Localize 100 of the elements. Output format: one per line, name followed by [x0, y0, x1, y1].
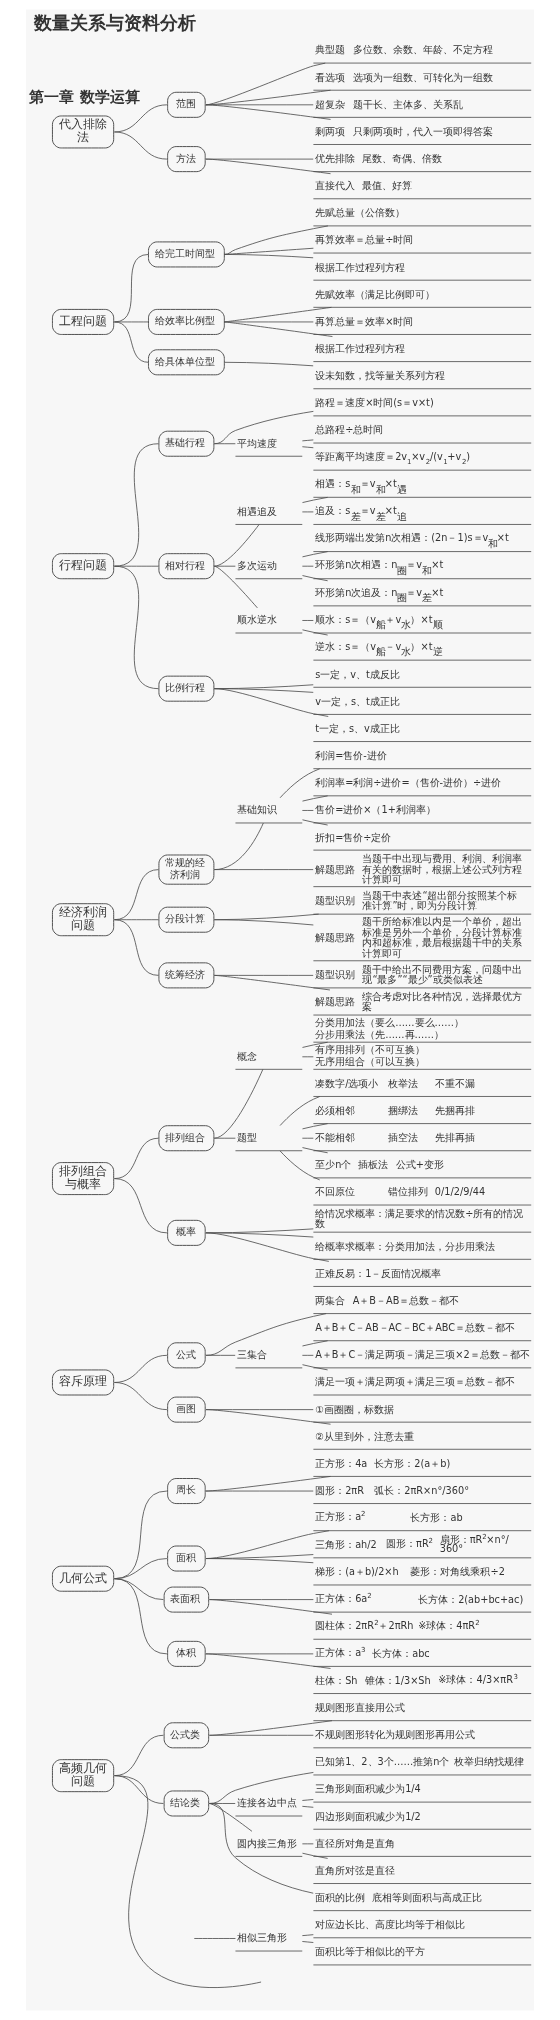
node-text: 规则图形直接用公式 — [315, 1702, 406, 1714]
node-text: 必须相邻 捆绑法 先捆再排 — [315, 1105, 475, 1116]
node-text: A＋B＋C－满足两项－满足三项×2＝总数－都不 — [315, 1349, 530, 1361]
node-box: 给效率比例型 — [148, 308, 225, 335]
connector — [113, 321, 149, 323]
node-text: 不能相邻 插空法 先排再插 — [315, 1132, 475, 1144]
node-text: 梯形：(a＋b)/2×h 菱形：对角线乘积÷2 — [315, 1566, 505, 1578]
node-box: 排列组合 — [158, 1125, 215, 1152]
node-box: 范围 — [167, 91, 206, 118]
node-text: 直径所对角是直角 — [315, 1837, 396, 1849]
node-text: 顺水逆水 — [236, 614, 277, 626]
connector — [302, 1364, 329, 1371]
node-text: 分类用加法（要么……要么……） 分步用乘法（先……再……） — [315, 1017, 465, 1041]
node-text: 圆内接三角形 — [236, 1837, 297, 1849]
connector — [302, 629, 329, 636]
node-text: 四边形则面积减少为1/2 — [315, 1810, 421, 1822]
node-text: 设未知数，找等量关系列方程 — [315, 370, 446, 382]
node-text: 先赋效率（满足比例即可） — [315, 288, 436, 300]
connector — [205, 1313, 327, 1356]
connector — [302, 1123, 329, 1130]
node-box: 基础行程 — [158, 430, 215, 457]
node-text: 利润率=利润÷进价=（售价-进价）÷进价 — [315, 777, 502, 789]
connector — [301, 1805, 314, 1808]
connector — [301, 1934, 314, 1937]
connector — [301, 565, 314, 567]
node-box: 面积 — [167, 1545, 206, 1572]
connector — [302, 1147, 329, 1154]
connector — [113, 1578, 168, 1655]
connector — [213, 565, 258, 609]
node-text: 连接各边中点 — [236, 1797, 297, 1809]
node-text: 折扣=售价÷定价 — [315, 831, 392, 843]
node-text: 题型 — [236, 1132, 257, 1144]
connector — [205, 1653, 331, 1669]
connector — [193, 1938, 236, 1939]
node-text: s一定，v、t成反比 — [315, 668, 400, 680]
node-text: 利润=售价-进价 — [315, 750, 387, 762]
node-text: 三角形则面积减少为1/4 — [315, 1783, 421, 1795]
connector — [302, 575, 329, 582]
node-text: 直角所对弦是直径 — [315, 1864, 396, 1876]
node-text: 平均速度 — [236, 437, 277, 449]
connector — [301, 1799, 314, 1801]
node-box: 方法 — [167, 146, 206, 173]
connector — [223, 361, 314, 367]
connector — [213, 524, 260, 567]
node-box: 高频几何问题 — [51, 1759, 115, 1793]
node-box: 几何公式 — [51, 1565, 115, 1592]
node-box: 体积 — [167, 1640, 206, 1667]
node-text: 正方形：a$^{2}$ 长方形：ab — [315, 1510, 463, 1524]
node-text: 剩两项 只剩两项时，代入一项即得答案 — [315, 125, 493, 137]
connector — [213, 1068, 264, 1139]
connector — [301, 439, 314, 442]
connector — [213, 1137, 236, 1139]
node-text: 圆形：2πR 弧长：2πR×n°/360° — [315, 1484, 470, 1496]
node-text: 三集合 — [236, 1349, 267, 1361]
connector — [302, 1041, 329, 1048]
connector — [113, 1775, 262, 1988]
node-box: 容斥原理 — [51, 1369, 115, 1396]
node-text: 正方形：4a 长方形：2(a＋b) — [315, 1457, 451, 1469]
connector — [113, 131, 168, 160]
label: 第一章 数学运算 — [29, 88, 140, 106]
connector — [213, 443, 236, 445]
connector — [213, 974, 331, 991]
node-box: 相对行程 — [158, 553, 215, 580]
connector — [205, 104, 331, 120]
node-text: 多次运动 — [236, 560, 277, 572]
node-box: 周长 — [167, 1478, 206, 1505]
connector — [213, 688, 329, 717]
node-text: 满足一项＋满足两项＋满足三项＝总数－都不 — [315, 1376, 516, 1388]
connector — [302, 1340, 329, 1347]
connector — [301, 1137, 314, 1139]
node-box: 公式 — [167, 1342, 206, 1369]
node-text: 两集合 A＋B－AB＝总数－都不 — [315, 1294, 460, 1306]
node-text: 概念 — [236, 1050, 257, 1062]
node-text: 有序用排列（不可互换） 无序用组合（可以互换） — [315, 1044, 426, 1068]
connector — [302, 551, 329, 558]
node-text: 面积的比例 底相等则面积与高成正比 — [315, 1892, 483, 1904]
connector — [301, 810, 314, 811]
node-text: 相遇追及 — [236, 505, 277, 517]
node-box: 公式类 — [163, 1722, 210, 1749]
node-box: 分段计算 — [158, 906, 215, 933]
node-text: 再算总量＝效率×时间 — [315, 315, 414, 327]
connector — [208, 1734, 314, 1736]
connector — [279, 1096, 321, 1126]
node-text: 面积比等于相似比的平方 — [315, 1946, 426, 1958]
connector — [113, 321, 149, 363]
node-text: 凑数字/选项小 枚举法 不重不漏 — [315, 1077, 475, 1089]
connector — [205, 1558, 314, 1564]
node-text: 至少n个 插板法 公式+变形 — [315, 1159, 445, 1171]
node-text: 等距离平均速度＝2v$_{1}$×v$_{2}$/(v$_{1}$+v$_{2}$) — [315, 450, 470, 466]
connector — [301, 1354, 314, 1356]
connector — [301, 1843, 314, 1845]
node-text: 解题思路 当题干中出现与费用、利润、利润率有关的数据时，根据上述公式列方程计算即可 — [315, 853, 523, 885]
node-text: 不规则图形转化为规则图形再用公式 — [315, 1729, 476, 1741]
connector — [302, 819, 329, 826]
node-text: 超复杂 题干长、主体多、关系乱 — [315, 98, 463, 110]
node-box: 排列组合与概率 — [51, 1162, 115, 1196]
connector — [205, 1490, 314, 1492]
node-text: 再算效率＝总量÷时间 — [315, 234, 414, 246]
connector — [205, 1476, 331, 1492]
node-text: 直接代入 最值、好算 — [315, 180, 413, 192]
